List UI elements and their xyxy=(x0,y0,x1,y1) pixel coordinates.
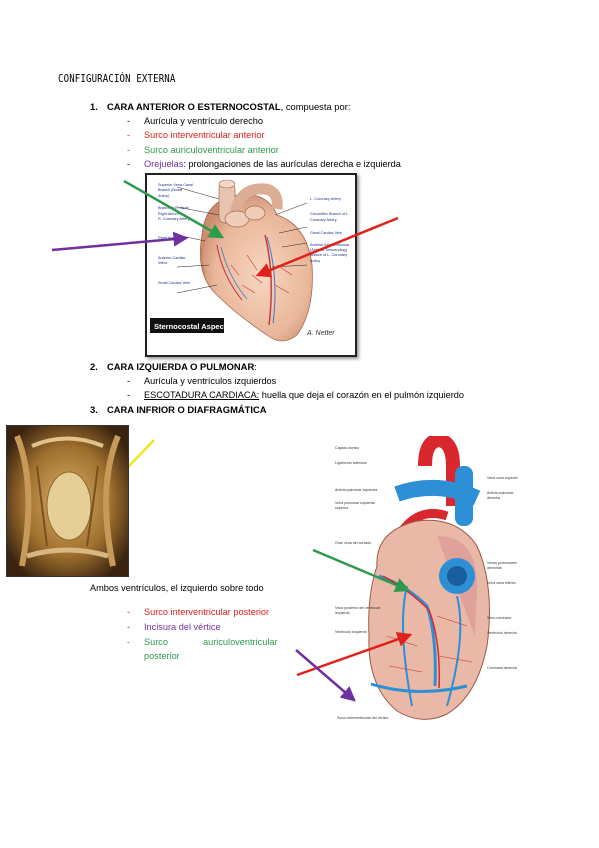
list-text: Surco interventricular posterior xyxy=(144,607,270,617)
artist-signature: A. Netter xyxy=(306,330,335,337)
posterior-heart-illustration xyxy=(368,436,490,720)
label: Ventrículo derecho xyxy=(487,631,517,635)
label: Venas pulmonares derechas xyxy=(487,561,517,570)
section-number: 1. xyxy=(90,101,98,112)
page-heading: CONFIGURACIÓN EXTERNA xyxy=(58,72,176,85)
list-text: Surco auriculoventricular anterior xyxy=(144,145,279,155)
label: Anterior Cardiac Veins xyxy=(158,255,186,266)
figure3-right-labels: Vena cava superior Arteria pulmonar dere… xyxy=(487,476,525,671)
label: Vena cava superior xyxy=(487,476,518,480)
figure-caption: Sternocostal Aspect xyxy=(154,322,227,331)
list-text: auriculoventricular xyxy=(203,637,278,647)
figure3-bottom-label: Surco interventricular del vértice xyxy=(337,716,389,720)
label: Superior Vena Caval Branch (Nodal Artery… xyxy=(158,183,193,198)
list-dash: - xyxy=(127,130,131,140)
thorax-photo xyxy=(6,425,129,577)
section-1-heading: 1. CARA ANTERIOR O ESTERNOCOSTAL, compues… xyxy=(90,101,350,112)
label: Ventrículo izquierdo xyxy=(335,630,367,634)
purple-arrow xyxy=(51,231,189,252)
label: Circumflex Branch of L. Coronary Artery xyxy=(310,212,350,222)
list-dash: - xyxy=(127,145,131,155)
section-suffix: : xyxy=(254,361,257,372)
list-dash: - xyxy=(127,116,131,126)
label: Cayado aórtico xyxy=(335,446,360,450)
section-3-heading: 3. CARA INFRIOR O DIAFRAGMÁTICA xyxy=(90,404,267,415)
list-dash: - xyxy=(127,390,131,400)
green-arrow xyxy=(312,548,411,593)
label: Gran vena del corazón xyxy=(335,541,372,545)
section-suffix: , compuesta por: xyxy=(280,101,351,112)
label: Vena posterior del ventrículo izquierdo xyxy=(335,606,381,615)
red-arrow xyxy=(255,216,399,278)
label: Great Cardiac Vein xyxy=(310,231,343,236)
diaphragmatic-heart-figure: Cayado aórtico Ligamento arterioso Arter… xyxy=(327,436,525,728)
list-dash: - xyxy=(127,159,131,169)
section-2-heading: 2. CARA IZQUIERDA O PULMONAR: xyxy=(90,361,257,372)
section-title: CARA IZQUIERDA O PULMONAR xyxy=(107,361,255,372)
label: Arteria pulmonar derecha xyxy=(487,491,514,500)
label: Vena pulmonar izquierda superior xyxy=(335,501,375,510)
section-number: 2. xyxy=(90,361,98,372)
label: R. Coronary Artery xyxy=(158,217,190,222)
escotadura-label: ESCOTADURA CARDIACA: xyxy=(144,390,260,400)
orejuelas-label: Orejuelas xyxy=(144,159,184,169)
label: Right Atrium xyxy=(158,211,179,216)
section-title: CARA INFRIOR O DIAFRAGMÁTICA xyxy=(107,404,267,415)
list-dash: - xyxy=(127,622,131,632)
list-text: posterior xyxy=(144,651,180,661)
list-text: ESCOTADURA CARDIACA: huella que deja el … xyxy=(144,390,464,400)
label: Seno coronario xyxy=(487,616,512,620)
list-text: Orejuelas: prolongaciones de las aurícul… xyxy=(144,159,401,169)
label: Arteria pulmonar izquierda xyxy=(335,488,378,492)
list-dash: - xyxy=(127,607,131,617)
section-title: CARA ANTERIOR O ESTERNOCOSTAL xyxy=(107,101,281,112)
list-dash: - xyxy=(127,637,131,647)
list-text: Surco xyxy=(144,637,169,647)
purple-arrow xyxy=(295,649,356,702)
section-number: 3. xyxy=(90,404,98,415)
label: Ligamento arterioso xyxy=(335,461,367,465)
red-arrow xyxy=(296,632,413,677)
orejuelas-desc: : prolongaciones de las aurículas derech… xyxy=(183,159,401,169)
list-text: Aurícula y ventrículos izquierdos xyxy=(144,376,277,386)
label: Small Cardiac Vein xyxy=(158,280,191,285)
label: Coronaria derecha xyxy=(487,666,517,670)
escotadura-desc: huella que deja el corazón en el pulmón … xyxy=(259,390,465,400)
list-text: Aurícula y ventrículo derecho xyxy=(144,116,263,126)
list-text: Incisura del vértice xyxy=(144,622,221,632)
list-dash: - xyxy=(127,376,131,386)
green-arrow xyxy=(123,179,225,239)
list-text: Surco interventricular anterior xyxy=(144,130,265,140)
label: Vena cava inferior xyxy=(487,581,516,585)
figure3-left-labels: Cayado aórtico Ligamento arterioso Arter… xyxy=(335,446,383,635)
list-item: - Surco auriculoventricular posterior xyxy=(127,637,292,665)
thorax-illustration xyxy=(7,426,128,576)
label: L. Coronary Artery xyxy=(310,197,341,201)
section-3-paragraph: Ambos ventrículos, el izquierdo sobre to… xyxy=(90,583,264,593)
